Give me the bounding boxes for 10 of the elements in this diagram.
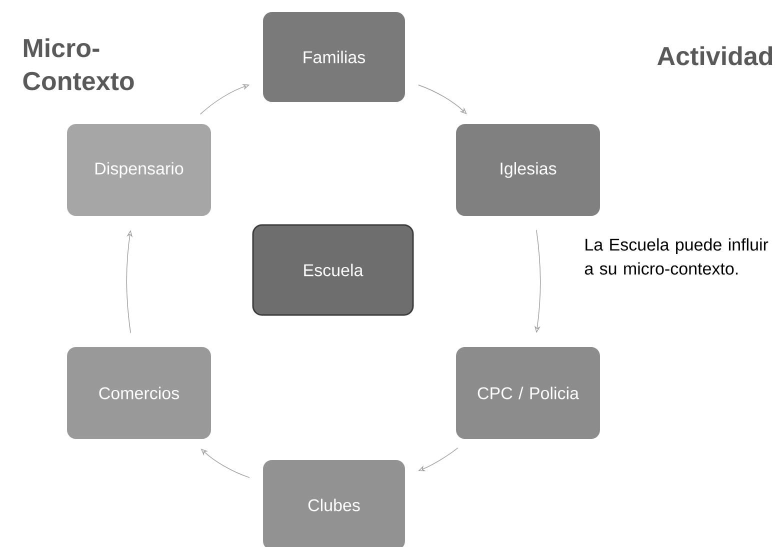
section-heading: Actividad <box>657 46 772 66</box>
process-box: Iglesias <box>456 124 600 216</box>
process-box: Dispensario <box>67 124 211 216</box>
note-text: La Escuela puede influir a su micro-contexto. <box>584 238 768 275</box>
process-box: Clubes <box>263 460 405 547</box>
process-box: CPC / Policia <box>456 347 600 439</box>
process-box: Comercios <box>67 347 211 439</box>
process-box: Escuela <box>252 224 414 316</box>
process-box: Familias <box>263 12 405 102</box>
section-heading: Micro-Contexto <box>23 38 134 90</box>
